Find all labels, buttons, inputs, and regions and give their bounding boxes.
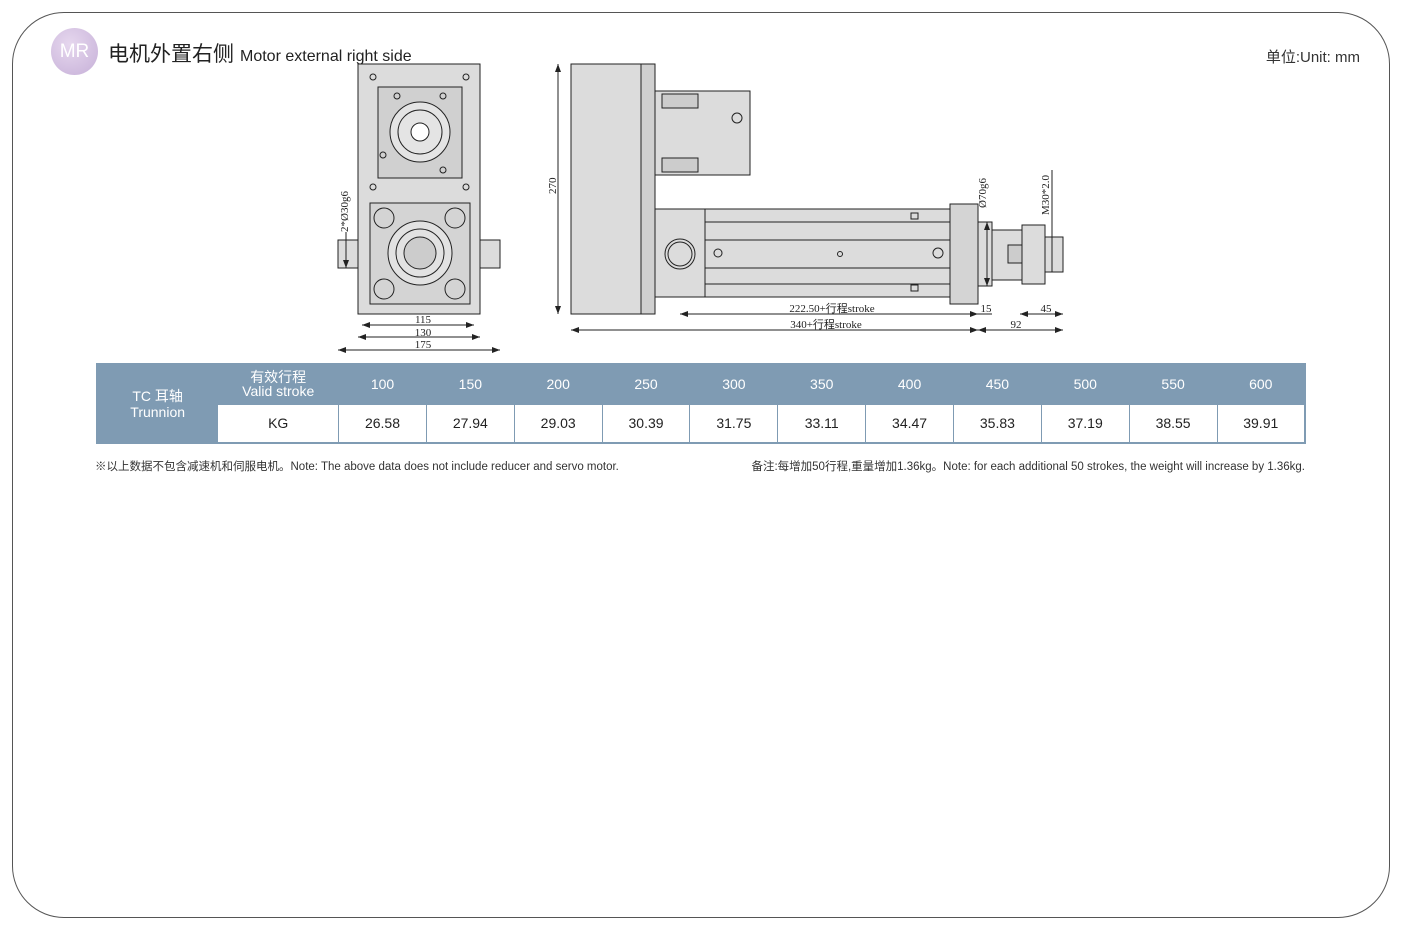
dim-270: 270 [547, 177, 559, 194]
stroke-en: Valid stroke [242, 383, 315, 400]
stroke-cell: 250 [601, 363, 691, 405]
stroke-cell: 200 [513, 363, 603, 405]
weight-cell: 27.94 [425, 403, 515, 444]
stroke-cell: 450 [952, 363, 1042, 405]
dim-175: 175 [415, 339, 432, 351]
weight-cell: 30.39 [601, 403, 691, 444]
unit-label: 单位:Unit: mm [1265, 49, 1360, 66]
type-en: Trunnion [130, 403, 186, 420]
stroke-cell: 300 [689, 363, 779, 405]
stroke-cell: 500 [1040, 363, 1130, 405]
weight-cell: 39.91 [1216, 403, 1306, 444]
dim-45: 45 [1041, 303, 1053, 315]
technical-drawing: 115 130 175 2*Ø30g6 270 222.50+行程stroke … [337, 63, 1064, 353]
dim-stroke-222: 222.50+行程stroke [789, 302, 874, 315]
note-left: ※以上数据不包含减速机和伺服电机。Note: The above data do… [95, 461, 619, 473]
dim-15: 15 [981, 303, 993, 315]
dim-115: 115 [415, 314, 432, 326]
weight-cell: 34.47 [865, 403, 954, 444]
unit-cell: KG [217, 403, 340, 444]
weight-cell: 37.19 [1040, 403, 1130, 444]
side-view: 270 222.50+行程stroke 340+行程stroke 15 92 4… [547, 63, 1064, 333]
weight-cell: 35.83 [952, 403, 1042, 444]
weight-cell: 29.03 [513, 403, 603, 444]
stroke-cell: 550 [1128, 363, 1218, 405]
dim-thread: M30*2.0 [1040, 174, 1052, 215]
title-en: Motor external right side [240, 48, 412, 65]
stroke-cell: 350 [777, 363, 867, 405]
weight-cell: 26.58 [338, 403, 427, 444]
stroke-cn: 有效行程 [250, 369, 307, 386]
weight-cell: 31.75 [689, 403, 779, 444]
dim-trunnion: 2*Ø30g6 [339, 191, 351, 232]
table-weight-row: KG 26.58 27.94 29.03 30.39 31.75 33.11 3… [97, 403, 1306, 444]
dim-stroke-340: 340+行程stroke [790, 318, 862, 331]
page-frame [12, 12, 1390, 918]
stroke-cell: 400 [865, 363, 954, 405]
dim-dia-70: Ø70g6 [977, 178, 989, 208]
page-title: 电机外置右侧 Motor external right side [108, 38, 412, 68]
note-right: 备注:每增加50行程,重量增加1.36kg。Note: for each add… [751, 461, 1305, 473]
type-cn: TC 耳轴 [132, 387, 183, 404]
title-cn: 电机外置右侧 [108, 43, 234, 66]
front-view: 115 130 175 2*Ø30g6 [337, 63, 501, 353]
weight-cell: 33.11 [777, 403, 867, 444]
stroke-cell: 600 [1216, 363, 1306, 405]
dim-130: 130 [415, 327, 432, 339]
weight-cell: 38.55 [1128, 403, 1218, 444]
dim-92: 92 [1011, 319, 1022, 331]
stroke-cell: 150 [425, 363, 515, 405]
mr-badge: MR [51, 28, 98, 75]
stroke-cell: 100 [338, 363, 427, 405]
